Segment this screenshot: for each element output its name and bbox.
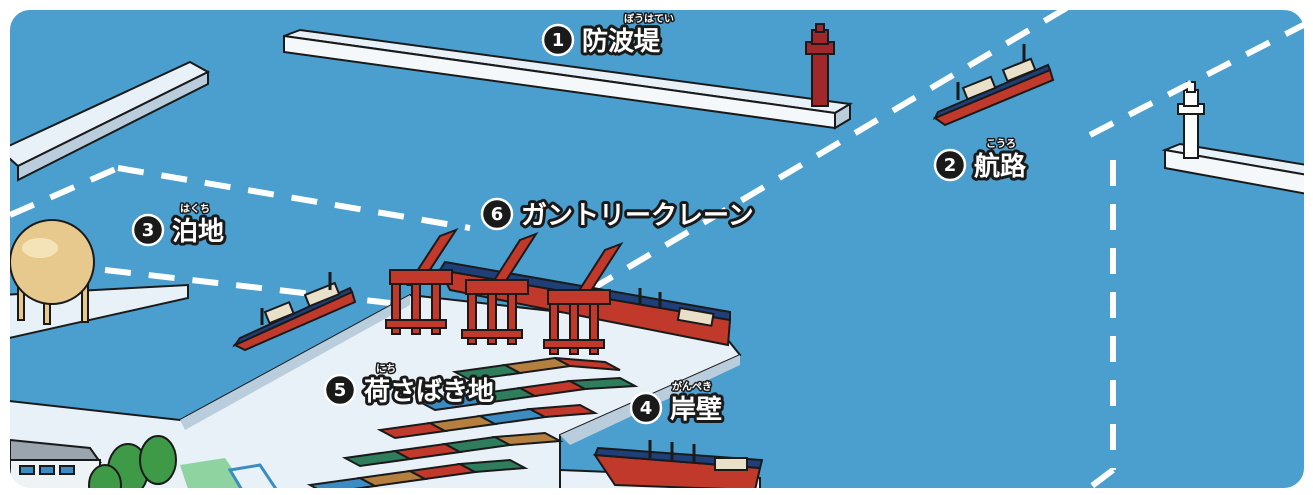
label-1-ruby: ぼうはてい xyxy=(624,12,674,25)
container-icon xyxy=(554,357,621,371)
label-3-ruby: はくち xyxy=(180,203,210,215)
tree-icon xyxy=(88,435,177,490)
label-3-text: 泊地 xyxy=(172,217,224,247)
label-5-text: 荷さばき地 xyxy=(364,377,494,407)
frame-border xyxy=(6,6,1308,492)
label-1: ぼうはてい 1 防波堤 xyxy=(541,11,676,60)
label-4: がんぺき 4 岸壁 xyxy=(629,379,725,428)
label-4-number: 4 xyxy=(640,398,653,419)
label-6: 6 ガントリークレーン xyxy=(480,197,757,234)
label-5-number: 5 xyxy=(334,380,347,401)
label-6-text: ガントリークレーン xyxy=(521,201,754,231)
container-icon xyxy=(456,458,529,474)
container-icon xyxy=(566,376,639,391)
container-icon xyxy=(491,431,564,447)
label-2-number: 2 xyxy=(944,155,957,176)
gantry-crane-icon xyxy=(543,242,624,355)
field xyxy=(180,458,283,490)
label-3-number: 3 xyxy=(142,220,155,241)
label-6-number: 6 xyxy=(491,204,504,225)
lower-ship-icon xyxy=(593,440,764,490)
container-icon xyxy=(526,403,599,419)
label-4-text: 岸壁 xyxy=(670,394,722,425)
left-breakwater xyxy=(8,60,211,182)
label-5-ruby: にち xyxy=(376,363,396,375)
ship-icon xyxy=(932,44,1055,127)
label-2-text: 航路 xyxy=(974,151,1027,182)
label-5: にち 5 荷さばき地 xyxy=(323,362,497,410)
label-2: こうろ 2 航路 xyxy=(933,137,1030,185)
label-2-ruby: こうろ xyxy=(986,138,1016,150)
label-3: はくち 3 泊地 xyxy=(131,202,227,250)
gantry-crane-icon xyxy=(385,227,459,335)
right-breakwater xyxy=(1161,142,1306,197)
gantry-crane-icon xyxy=(461,232,539,345)
warehouse-icon xyxy=(9,438,102,490)
white-lighthouse-icon xyxy=(1177,81,1205,159)
ship-icon xyxy=(232,272,357,352)
container-stacks xyxy=(306,356,639,490)
label-1-text: 防波堤 xyxy=(582,27,661,57)
label-1-number: 1 xyxy=(552,30,565,51)
breakwater xyxy=(283,28,853,130)
label-4-ruby: がんぺき xyxy=(672,380,712,393)
lighthouse-icon xyxy=(805,23,835,107)
